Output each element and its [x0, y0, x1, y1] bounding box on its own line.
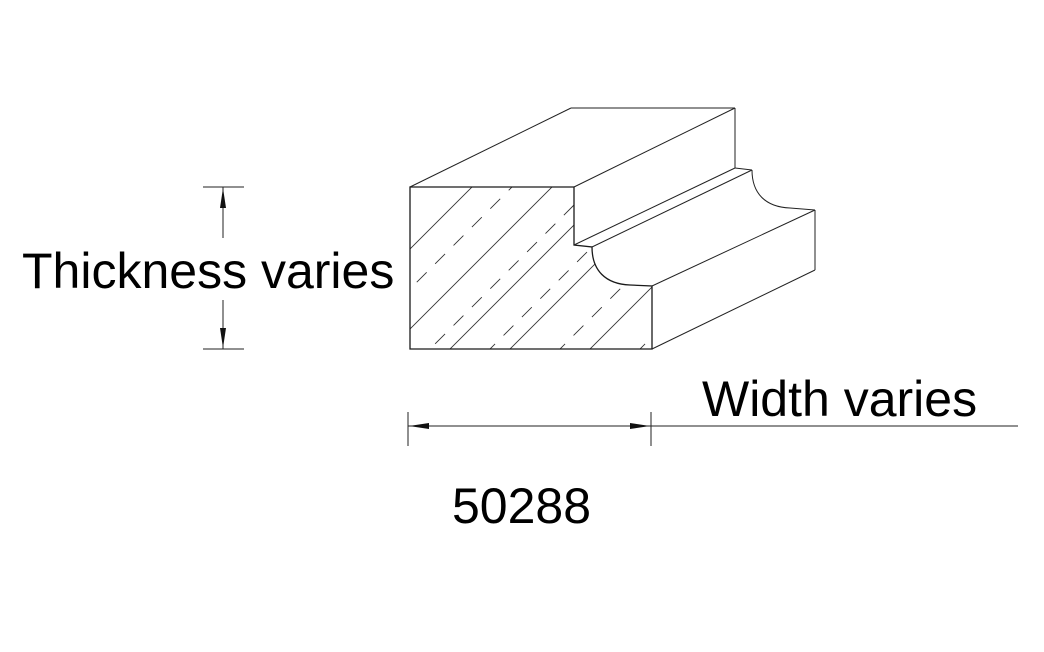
- thickness-label: Thickness varies: [22, 243, 394, 299]
- thickness-dimension: [203, 186, 244, 350]
- part-number: 50288: [452, 478, 591, 534]
- width-dimension: [407, 412, 1018, 446]
- section-hatching: [410, 187, 652, 349]
- width-label: Width varies: [702, 371, 977, 427]
- isometric-edges: [409, 107, 816, 350]
